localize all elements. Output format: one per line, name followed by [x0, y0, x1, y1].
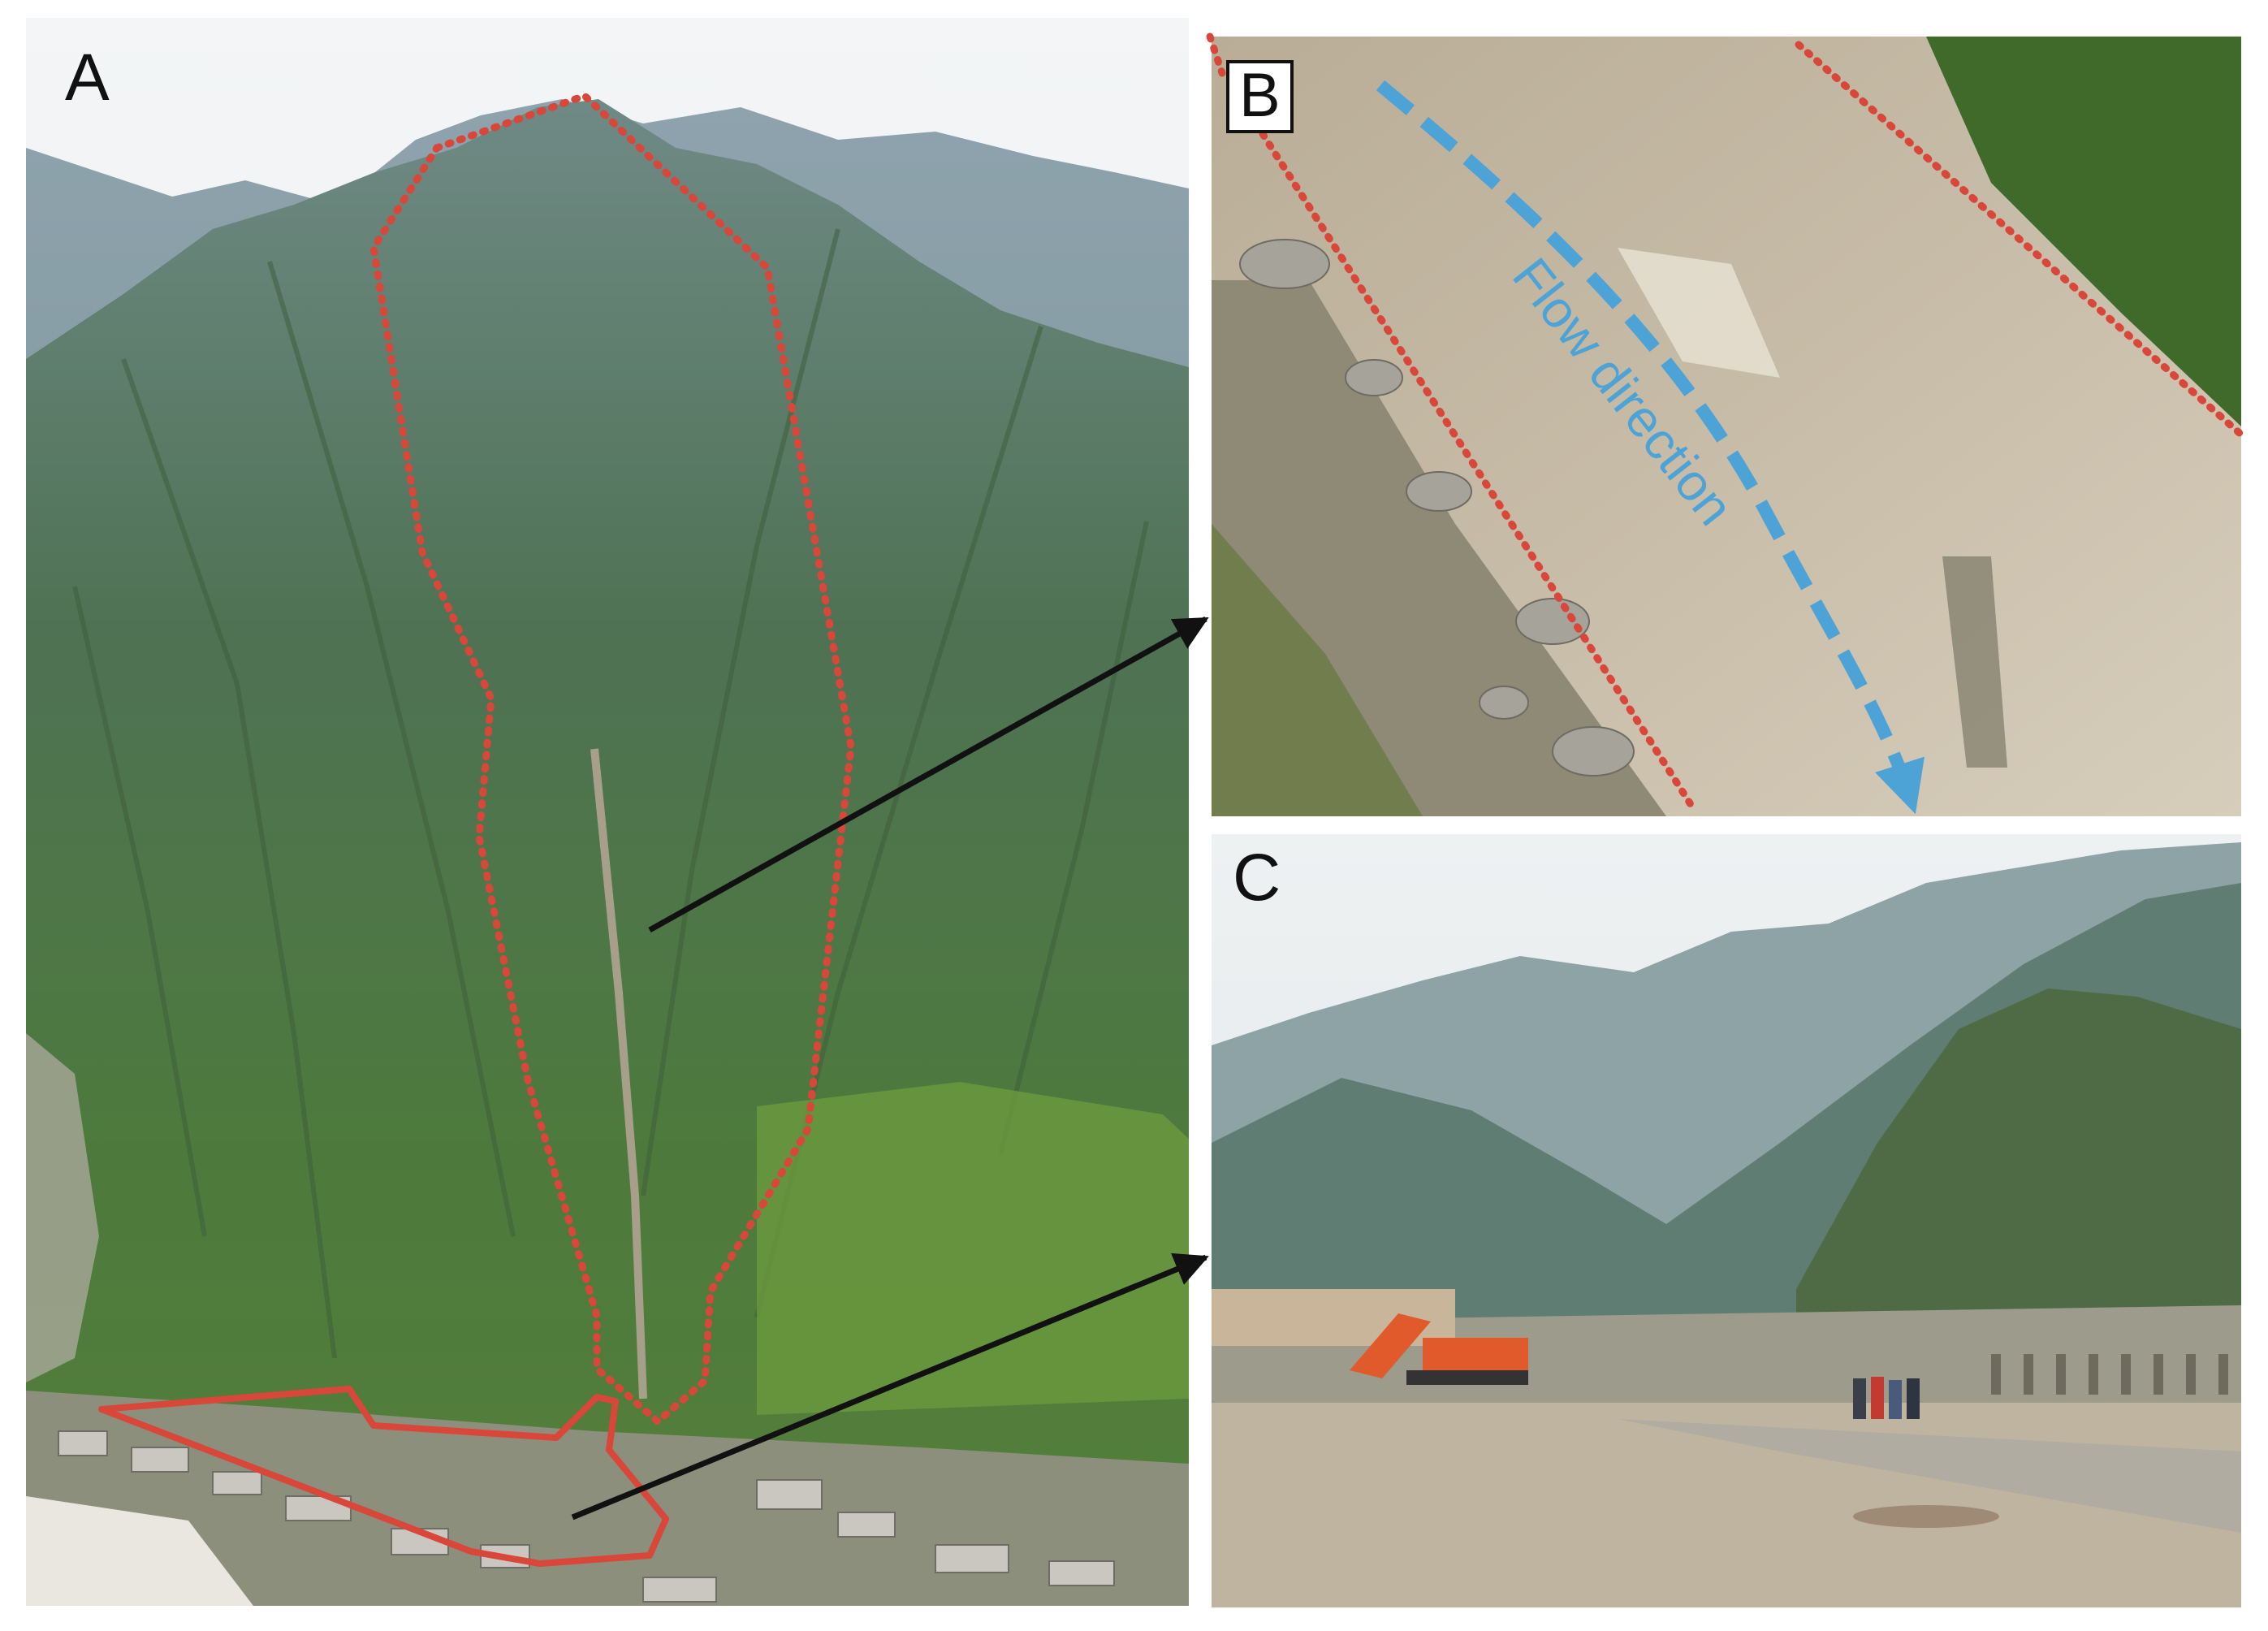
- near-rocky-hill: [1796, 989, 2241, 1387]
- flow-direction-arrow: [1376, 80, 1925, 815]
- source-zone-boundary: [369, 91, 855, 1426]
- pale-rock-patch: [1618, 248, 1780, 378]
- channel-margin-right: [1795, 41, 2245, 439]
- grass-patch: [1212, 524, 1423, 816]
- channel-margin-left: [1259, 130, 1697, 812]
- channel-margin-top: [1206, 32, 1226, 77]
- panel-label-a: A: [65, 41, 110, 115]
- boulders: [1239, 239, 1635, 777]
- flow-direction-label: Flow direction: [1501, 247, 1745, 535]
- excavator: [1350, 1313, 1528, 1385]
- deposition-fan-boundary: [98, 1386, 669, 1567]
- mountain-overview-photo: [26, 18, 1189, 1606]
- river-bed: [26, 1496, 253, 1606]
- valley-floor: [26, 1391, 1189, 1606]
- gully-channel: [590, 748, 647, 1400]
- panel-label-b: B: [1226, 60, 1294, 133]
- people-group: [1853, 1377, 1920, 1419]
- pointer-arrow-to-c: [571, 1252, 1209, 1521]
- mud-patch: [1853, 1505, 1999, 1528]
- debris-slope-left: [26, 1033, 99, 1382]
- water-stream: [1942, 556, 2007, 768]
- panel-label-c: C: [1233, 841, 1281, 915]
- photo-panel-c: [1212, 834, 2241, 1607]
- terraced-fields: [757, 1082, 1189, 1415]
- photo-panel-b: [1212, 37, 2241, 816]
- road-surface: [1618, 1419, 2241, 1533]
- deposition-area-photo: [1212, 834, 2241, 1607]
- photo-panel-a: [26, 18, 1189, 1606]
- vegetation-upper-right: [1926, 37, 2241, 426]
- flow-channel-closeup-photo: [1212, 37, 2241, 816]
- fence-posts: [1991, 1354, 2228, 1395]
- pointer-arrow-to-b: [648, 616, 1209, 933]
